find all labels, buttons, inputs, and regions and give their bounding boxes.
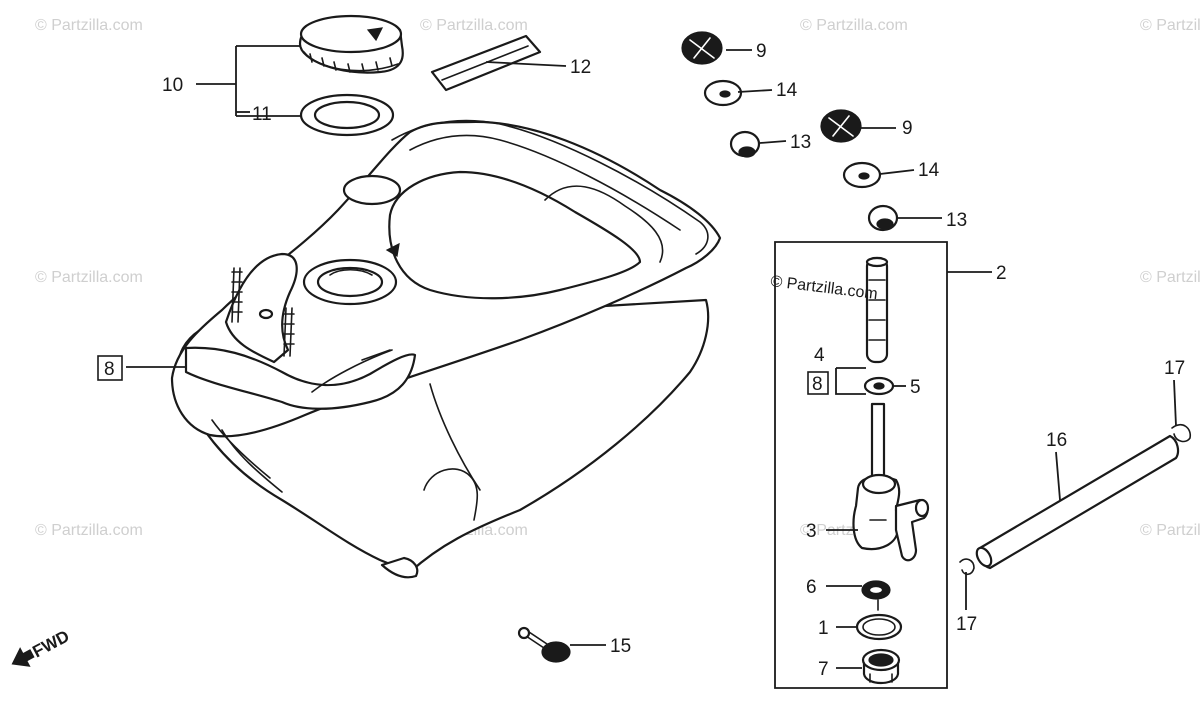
callout-10[interactable]: 10 <box>162 75 183 96</box>
grommet-nut[interactable] <box>867 204 899 232</box>
watermark: © Partzilla.com <box>420 17 528 34</box>
watermark: © Partzilla.com <box>35 522 143 539</box>
fuel-cap[interactable] <box>298 14 404 74</box>
callout-12[interactable]: 12 <box>570 57 591 78</box>
callout-14[interactable]: 14 <box>918 160 940 181</box>
forward-direction-arrow: FWD <box>11 626 73 667</box>
callout-6[interactable]: 6 <box>806 577 817 598</box>
flange-bolt[interactable] <box>517 626 571 663</box>
callout-8-strainer-box[interactable]: 8 <box>807 371 829 395</box>
tube-clip[interactable] <box>959 558 975 576</box>
callout-13[interactable]: 13 <box>790 132 811 153</box>
mount-rubber-cushion[interactable] <box>681 31 723 65</box>
watermark: © Partzilla.com <box>35 17 143 34</box>
tube-clip[interactable] <box>1171 423 1192 443</box>
strainer-o-ring[interactable] <box>863 376 895 396</box>
mount-rubber-cushion[interactable] <box>820 109 862 143</box>
callout-3[interactable]: 3 <box>806 521 817 542</box>
callout-1[interactable]: 1 <box>818 618 829 639</box>
callout-8-tank-box[interactable]: 8 <box>97 355 123 381</box>
fwd-label: FWD <box>29 626 72 661</box>
callout-11[interactable]: 11 <box>252 104 272 125</box>
callout-14[interactable]: 14 <box>776 80 798 101</box>
watermark: © Partzilla.com <box>1140 269 1200 286</box>
watermark: © Partzilla.com <box>1140 17 1200 34</box>
callout-9[interactable]: 9 <box>902 118 913 139</box>
washer[interactable] <box>703 79 743 107</box>
fuel-tube[interactable] <box>974 434 1180 570</box>
callout-17[interactable]: 17 <box>956 614 977 635</box>
fuel-valve-assembly-frame <box>774 241 948 689</box>
leader-lines <box>126 45 1177 669</box>
callout-16[interactable]: 16 <box>1046 430 1067 451</box>
callout-8[interactable]: 8 <box>812 374 823 395</box>
grommet-nut[interactable] <box>729 130 761 158</box>
inline-watermark: © Partzilla.com <box>770 273 879 303</box>
watermark: © Partzilla.com <box>35 269 143 286</box>
callout-4[interactable]: 4 <box>814 345 825 366</box>
callout-9[interactable]: 9 <box>756 41 767 62</box>
callout-5[interactable]: 5 <box>910 377 921 398</box>
fuel-cup-bowl[interactable] <box>861 648 901 685</box>
callout-17[interactable]: 17 <box>1164 358 1185 379</box>
warning-label-decal[interactable] <box>430 34 542 92</box>
callout-8[interactable]: 8 <box>104 359 115 380</box>
o-ring[interactable] <box>855 613 903 641</box>
callout-13[interactable]: 13 <box>946 210 967 231</box>
fuel-cap-gasket[interactable] <box>299 93 395 137</box>
watermark: © Partzilla.com <box>800 17 908 34</box>
callout-labels: 10 11 12 9 14 13 9 14 13 2 4 8 5 3 6 1 7… <box>97 41 1185 680</box>
callout-7[interactable]: 7 <box>818 659 829 680</box>
fuel-tank[interactable] <box>170 119 722 579</box>
watermark: © Partzilla.com <box>1140 522 1200 539</box>
washer[interactable] <box>842 161 882 189</box>
fuel-cock-valve[interactable] <box>852 402 930 562</box>
callout-15[interactable]: 15 <box>610 636 631 657</box>
fuel-strainer-screen[interactable] <box>865 256 889 364</box>
callout-2[interactable]: 2 <box>996 263 1007 284</box>
fuel-cock-gasket[interactable] <box>861 580 891 611</box>
